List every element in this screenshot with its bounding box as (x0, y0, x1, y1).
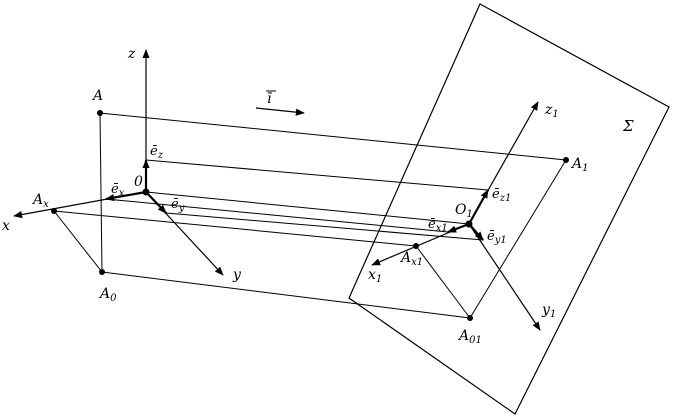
label-Ax1: Ax1 (399, 250, 423, 268)
ey1-vector (468, 223, 484, 241)
point-A01 (467, 315, 473, 321)
point-Ax1 (413, 243, 419, 249)
ray-ey (165, 212, 484, 241)
label-ey1: ēy1 (487, 229, 507, 246)
ex1-vector (447, 222, 470, 234)
label-y1: y1 (541, 302, 556, 320)
Ax-A0-line (53, 210, 103, 273)
label-O: 0 (134, 174, 143, 190)
A1-A01-line (469, 159, 567, 319)
label-A01: A01 (457, 328, 482, 346)
label-z: z (127, 46, 136, 62)
ray-A (99, 112, 567, 161)
label-O1: O1 (455, 202, 473, 220)
y1-axis (468, 223, 541, 331)
label-A1: A1 (570, 156, 589, 174)
ey-vector (145, 191, 167, 214)
ray-ex (105, 198, 449, 233)
point-A1 (563, 157, 569, 163)
point-Ax (51, 208, 57, 214)
label-Ax: Ax (31, 192, 49, 210)
label-ez: ēz (150, 144, 164, 161)
ex-vector (105, 190, 147, 202)
label-A0: A0 (98, 286, 117, 304)
i-vector (255, 107, 305, 116)
label-ez1: ēz1 (492, 187, 511, 204)
ray-Ax (53, 210, 417, 247)
ray-ez (145, 159, 489, 191)
label-sigma: Σ (622, 117, 634, 135)
ray-A0 (101, 271, 471, 319)
label-i: ī (267, 91, 273, 107)
label-ey: ēy (171, 197, 185, 214)
label-A: A (91, 88, 103, 104)
ez1-vector (468, 189, 489, 225)
point-A0 (99, 269, 105, 275)
Ax1-A01-line (415, 245, 471, 319)
point-O (142, 188, 150, 196)
label-y: y (232, 267, 242, 283)
ray-O (145, 191, 470, 225)
label-x1: x1 (368, 267, 382, 285)
point-O1 (465, 220, 473, 228)
plane-sigma (348, 3, 670, 415)
label-ex1: ēx1 (428, 217, 448, 234)
label-x: x (2, 218, 10, 234)
point-A (97, 110, 103, 116)
A-vertical-line (99, 112, 103, 273)
label-ex: ēx (111, 182, 125, 199)
label-z1: z1 (544, 102, 559, 120)
